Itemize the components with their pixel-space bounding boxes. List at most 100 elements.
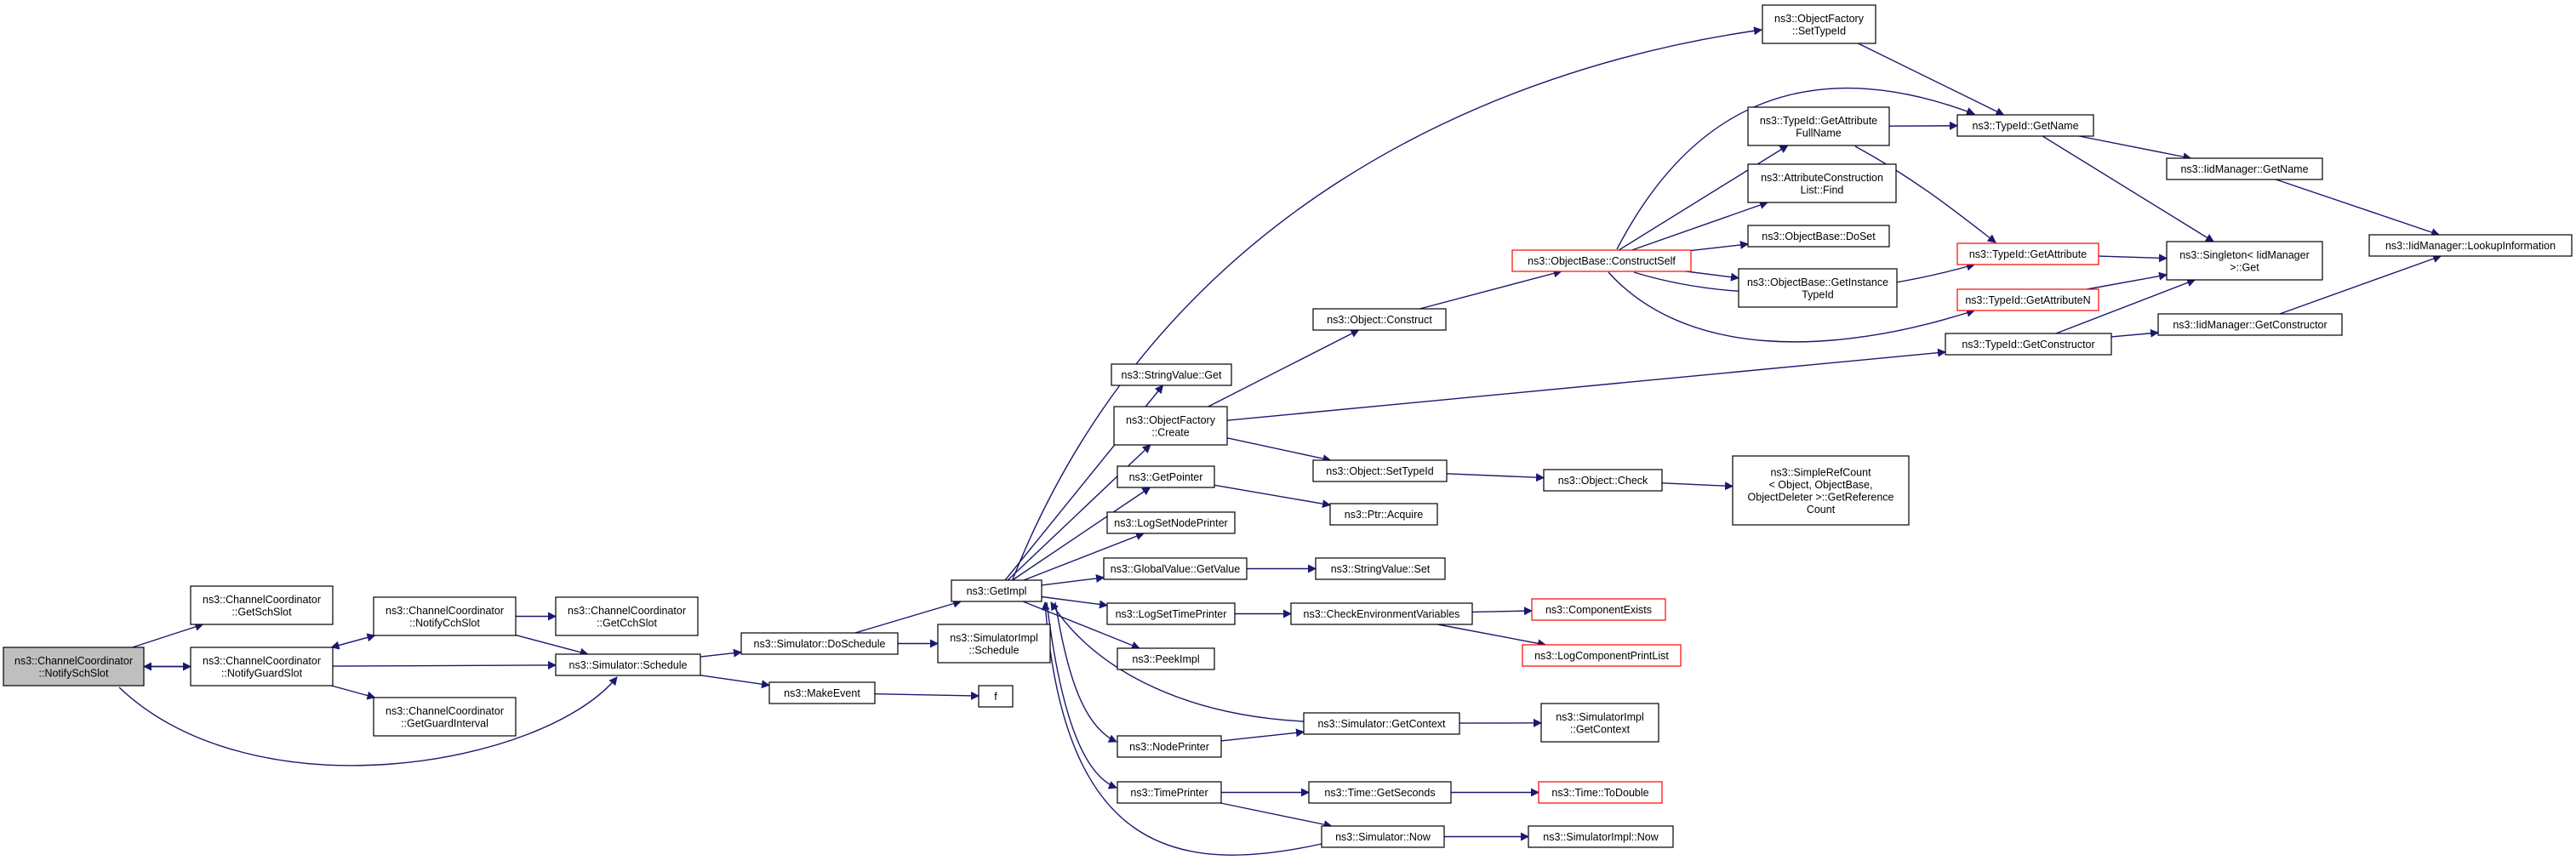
edge-getImpl-to-logSetTimePrinter — [1041, 595, 1108, 609]
node-box — [1528, 825, 1674, 848]
node-label: ::NotifyGuardSlot — [221, 667, 303, 679]
node-simNow[interactable]: ns3::Simulator::Now — [1321, 825, 1445, 848]
node-label: ns3::TypeId::GetAttribute — [1969, 248, 2087, 260]
node-getPointer[interactable]: ns3::GetPointer — [1117, 465, 1215, 488]
node-simSchedule[interactable]: ns3::Simulator::Schedule — [555, 653, 701, 676]
node-stringValueGet[interactable]: ns3::StringValue::Get — [1111, 363, 1232, 386]
node-timeGetSeconds[interactable]: ns3::Time::GetSeconds — [1308, 781, 1452, 804]
node-simImplNow[interactable]: ns3::SimulatorImpl::Now — [1528, 825, 1674, 848]
node-logSetNodePrinter[interactable]: ns3::LogSetNodePrinter — [1106, 511, 1236, 534]
node-label: ns3::LogComponentPrintList — [1534, 650, 1669, 662]
node-label: ns3::TimePrinter — [1130, 787, 1208, 799]
node-label: ::GetCchSlot — [597, 617, 657, 629]
node-componentExists[interactable]: ns3::ComponentExists — [1531, 598, 1666, 621]
node-box — [1956, 114, 2094, 137]
edge-typeIdGetName-to-singletonGet — [2042, 135, 2214, 242]
edge-getImpl-to-objectFactorySetTypeId — [1012, 26, 1762, 580]
node-ptrAcquire[interactable]: ns3::Ptr::Acquire — [1329, 503, 1438, 526]
node-label: ::GetContext — [1570, 723, 1631, 735]
node-getSchSlot[interactable]: ns3::ChannelCoordinator::GetSchSlot — [190, 585, 334, 625]
node-objectCheck[interactable]: ns3::Object::Check — [1543, 469, 1663, 492]
node-label: ns3::ChannelCoordinator — [568, 605, 686, 617]
node-globalValueGetValue[interactable]: ns3::GlobalValue::GetValue — [1103, 557, 1248, 580]
node-label: ns3::StringValue::Set — [1331, 563, 1431, 575]
node-label: ns3::IidManager::GetConstructor — [2173, 319, 2327, 331]
node-typeIdGetAttributeN[interactable]: ns3::TypeId::GetAttributeN — [1956, 288, 2099, 311]
node-timePrinter[interactable]: ns3::TimePrinter — [1117, 781, 1222, 804]
node-objectFactoryCreate[interactable]: ns3::ObjectFactory::Create — [1113, 406, 1228, 446]
node-getGuardInterval[interactable]: ns3::ChannelCoordinator::GetGuardInterva… — [373, 697, 517, 737]
node-f[interactable]: f — [978, 685, 1014, 708]
edge-objectFactorySetTypeId-to-typeIdGetName — [1858, 43, 2005, 116]
node-objectFactorySetTypeId[interactable]: ns3::ObjectFactory::SetTypeId — [1762, 4, 1876, 44]
edge-timePrinter-to-simNow — [1220, 802, 1333, 829]
node-box — [1540, 703, 1659, 743]
node-simGetContext[interactable]: ns3::Simulator::GetContext — [1303, 712, 1460, 735]
edge-notifyGuardSlot-to-simSchedule — [332, 660, 557, 669]
node-label: ns3::MakeEvent — [784, 687, 860, 699]
node-box — [2157, 313, 2343, 336]
node-objectConstruct[interactable]: ns3::Object::Construct — [1312, 308, 1447, 331]
edge-objectSetTypeId-to-objectCheck — [1446, 473, 1545, 482]
node-getCchSlot[interactable]: ns3::ChannelCoordinator::GetCchSlot — [555, 596, 699, 636]
node-typeIdGetAttribute[interactable]: ns3::TypeId::GetAttribute — [1956, 242, 2099, 265]
node-typeIdGetConstructor[interactable]: ns3::TypeId::GetConstructor — [1945, 333, 2112, 356]
node-iidManagerGetConstructor[interactable]: ns3::IidManager::GetConstructor — [2157, 313, 2343, 336]
node-box — [1738, 268, 1898, 308]
node-label: ns3::Simulator::Schedule — [569, 659, 688, 671]
node-label: ObjectDeleter >::GetReference — [1748, 491, 1894, 503]
edge-checkEnvVars-to-logComponentPrintList — [1437, 624, 1547, 648]
node-logComponentPrintList[interactable]: ns3::LogComponentPrintList — [1522, 644, 1682, 667]
node-box — [1117, 465, 1215, 488]
edge-objectFactoryCreate-to-typeIdGetConstructor — [1226, 348, 1946, 421]
node-notifyGuardSlot[interactable]: ns3::ChannelCoordinator::NotifyGuardSlot — [190, 647, 334, 687]
node-box — [555, 653, 701, 676]
edge-objectFactoryCreate-to-objectSetTypeId — [1226, 437, 1332, 463]
node-box — [1106, 602, 1236, 625]
node-simImplGetContext[interactable]: ns3::SimulatorImpl::GetContext — [1540, 703, 1659, 743]
node-simImplSchedule[interactable]: ns3::SimulatorImpl::Schedule — [937, 624, 1051, 664]
edge-makeEvent-to-f — [874, 691, 980, 700]
edge-iidManagerGetConstructor-to-iidManagerLookupInformation — [2279, 254, 2442, 315]
node-iidManagerLookupInformation[interactable]: ns3::IidManager::LookupInformation — [2368, 234, 2573, 257]
node-objectSetTypeId[interactable]: ns3::Object::SetTypeId — [1312, 459, 1448, 482]
node-nodePrinter[interactable]: ns3::NodePrinter — [1117, 735, 1222, 758]
node-label: ns3::TypeId::GetAttribute — [1760, 115, 1877, 127]
node-notifyCchSlot[interactable]: ns3::ChannelCoordinator::NotifyCchSlot — [373, 596, 517, 636]
node-label: ns3::SimulatorImpl::Now — [1543, 831, 1659, 843]
node-timeToDouble[interactable]: ns3::Time::ToDouble — [1538, 781, 1663, 804]
edge-objectFactoryCreate-to-objectConstruct — [1208, 329, 1360, 407]
node-simDoSchedule[interactable]: ns3::Simulator::DoSchedule — [740, 632, 899, 655]
node-box — [978, 685, 1014, 708]
node-label: ns3::ObjectBase::DoSet — [1762, 231, 1876, 242]
node-box — [1117, 735, 1222, 758]
node-label: ns3::NodePrinter — [1129, 741, 1209, 753]
node-typeIdGetName[interactable]: ns3::TypeId::GetName — [1956, 114, 2094, 137]
node-iidManagerGetName[interactable]: ns3::IidManager::GetName — [2166, 157, 2323, 180]
node-box — [555, 596, 699, 636]
node-logSetTimePrinter[interactable]: ns3::LogSetTimePrinter — [1106, 602, 1236, 625]
node-label: ns3::Ptr::Acquire — [1345, 509, 1423, 521]
node-label: ns3::ChannelCoordinator — [14, 655, 133, 667]
node-stringValueSet[interactable]: ns3::StringValue::Set — [1315, 557, 1446, 580]
node-checkEnvVars[interactable]: ns3::CheckEnvironmentVariables — [1290, 602, 1473, 625]
node-getImpl[interactable]: ns3::GetImpl — [951, 579, 1042, 602]
edge-simSchedule-to-simDoSchedule — [700, 648, 742, 658]
node-notifySchSlot[interactable]: ns3::ChannelCoordinator::NotifySchSlot — [3, 647, 145, 687]
node-box — [1106, 511, 1236, 534]
node-label: ns3::SimulatorImpl — [950, 632, 1038, 644]
node-box — [1543, 469, 1663, 492]
node-box — [2368, 234, 2573, 257]
node-label: ns3::ObjectFactory — [1774, 13, 1865, 25]
node-peekImpl[interactable]: ns3::PeekImpl — [1117, 647, 1215, 670]
node-objectBaseDoSet[interactable]: ns3::ObjectBase::DoSet — [1747, 225, 1890, 248]
node-singletonGet[interactable]: ns3::Singleton< IidManager >::Get — [2166, 241, 2323, 281]
node-objectBaseConstructSelf[interactable]: ns3::ObjectBase::ConstructSelf — [1511, 249, 1692, 272]
node-makeEvent[interactable]: ns3::MakeEvent — [768, 681, 876, 704]
edge-nodePrinter-to-simGetContext — [1220, 728, 1305, 742]
node-simpleRefCount[interactable]: ns3::SimpleRefCount< Object, ObjectBase,… — [1732, 455, 1910, 526]
